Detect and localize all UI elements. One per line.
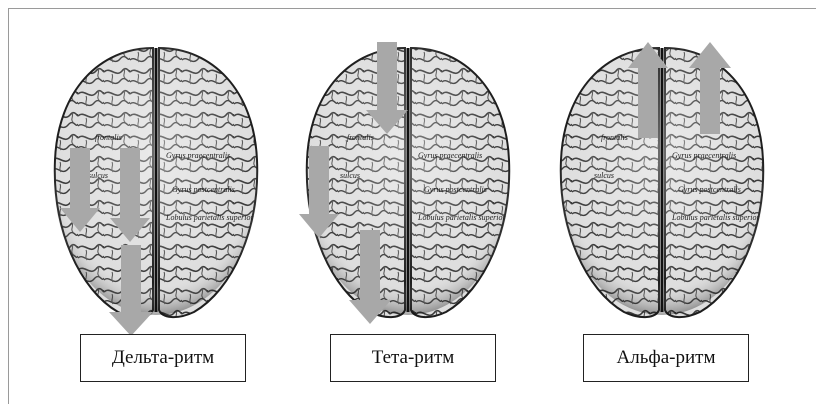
annotation-gyrus-postcentralis: Gyrus postcentralis (424, 185, 487, 194)
annotation-gyrus-praecentralis: Gyrus praecentralis (672, 151, 736, 160)
annotation-frontalis: frontalis (95, 133, 122, 142)
annotation-sulcus: sulcus (88, 171, 108, 180)
annotation-frontalis: frontalis (347, 133, 374, 142)
annotation-frontalis: frontalis (601, 133, 628, 142)
annotation-lobulus: Lobulus parietalis superior (417, 213, 506, 222)
label-delta-rhythm: Дельта-ритм (80, 334, 246, 382)
annotation-lobulus: Lobulus parietalis superior (671, 213, 760, 222)
label-alpha-rhythm: Альфа-ритм (583, 334, 749, 382)
annotation-sulcus: sulcus (594, 171, 614, 180)
annotation-gyrus-praecentralis: Gyrus praecentralis (166, 151, 230, 160)
brain-alpha (560, 45, 764, 317)
annotation-gyrus-praecentralis: Gyrus praecentralis (418, 151, 482, 160)
annotation-lobulus: Lobulus parietalis superior (165, 213, 254, 222)
annotation-sulcus: sulcus (340, 171, 360, 180)
label-theta-rhythm: Тета-ритм (330, 334, 496, 382)
annotation-gyrus-postcentralis: Gyrus postcentralis (172, 185, 235, 194)
brain-theta (306, 45, 510, 317)
annotation-gyrus-postcentralis: Gyrus postcentralis (678, 185, 741, 194)
